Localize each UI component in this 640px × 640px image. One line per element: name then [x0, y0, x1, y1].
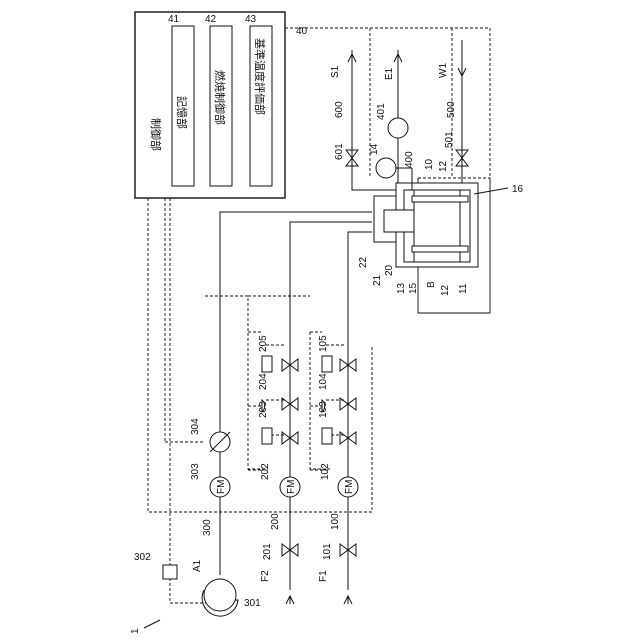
reference-temp-eval-unit-label: 基準温度評価部	[253, 38, 267, 115]
controller-label: 制御部	[149, 118, 163, 151]
steam-valve-ref: 601	[334, 143, 345, 160]
controller-block: 40 制御部 記憶部 41 燃焼制御部 42 基準温度評価部 43	[135, 12, 308, 198]
fuel-1-ref: 100	[330, 513, 341, 530]
combustion-control-unit-ref: 42	[205, 14, 217, 25]
header-a-ref: 13	[396, 282, 407, 294]
boiler-tube-a-ref: 12	[438, 160, 449, 172]
fuel-1-valve-ref: 101	[322, 543, 333, 560]
fuel-2-label: F2	[260, 570, 271, 582]
water-ref: 500	[446, 101, 457, 118]
fuel-line-2: F2 200 201 FM 202 203 204 205	[258, 222, 372, 604]
boiler-frame-ref: 16	[512, 184, 524, 195]
boiler-tube-b-ref: 12	[440, 284, 451, 296]
fuel-2-valve-ref: 201	[262, 543, 273, 560]
reference-temp-eval-unit-ref: 43	[245, 14, 257, 25]
fuel-2-solenoid-b-ref: 205	[258, 335, 269, 352]
air-ref: 300	[202, 519, 213, 536]
exhaust-sensor	[388, 118, 408, 138]
fuel-1-solenoid-b-ref: 105	[318, 335, 329, 352]
fuel-1-label: F1	[318, 570, 329, 582]
blower	[204, 579, 236, 611]
boiler-outer-ref: 11	[458, 283, 469, 294]
fuel-1-regulator-ref: 104	[318, 373, 329, 390]
exhaust-ref: 400	[404, 151, 415, 168]
fuel-1-flowmeter-ref: 102	[320, 463, 331, 480]
boiler: 14 10 12 16 22 21 20 13 15 B 12 11	[358, 143, 524, 313]
fuel-2-regulator-ref: 204	[258, 373, 269, 390]
exhaust-sensor-ref: 401	[376, 103, 387, 120]
combustion-control-unit-label: 燃焼制御部	[213, 70, 227, 125]
storage-unit-label: 記憶部	[175, 96, 189, 129]
air-sensor-ref: 302	[134, 552, 151, 563]
fuel-line-1: F1 100 101 FM 102 103 104 105	[318, 232, 372, 604]
water-label: W1	[438, 63, 449, 78]
air-flowmeter-text: FM	[216, 480, 227, 494]
air-sensor	[163, 565, 177, 579]
water-valve-ref: 501	[444, 131, 455, 148]
fuel-1-flowmeter-text: FM	[344, 480, 355, 494]
fuel-2-flowmeter-text: FM	[286, 480, 297, 494]
fuel-2-ref: 200	[270, 513, 281, 530]
boiler-sensor	[376, 158, 396, 178]
burner-c-ref: 22	[358, 256, 369, 268]
boiler-sensor-ref: 14	[369, 143, 380, 155]
burner-ref: 20	[384, 264, 395, 276]
steam-label: S1	[330, 65, 341, 78]
exhaust-label: E1	[384, 67, 395, 80]
blower-ref: 301	[244, 598, 261, 609]
storage-unit-ref: 41	[168, 14, 180, 25]
burner-b-ref: 21	[372, 274, 383, 286]
air-flowmeter-ref: 303	[190, 463, 201, 480]
fuel-2-flowmeter-ref: 202	[260, 463, 271, 480]
air-label: A1	[192, 559, 203, 572]
steam-ref: 600	[334, 101, 345, 118]
header-b-ref: 15	[408, 282, 419, 294]
figure-ref: 1	[130, 628, 141, 634]
boiler-body-ref: 10	[424, 158, 435, 170]
air-damper-ref: 304	[190, 418, 201, 435]
boiler-space-label: B	[426, 281, 437, 288]
